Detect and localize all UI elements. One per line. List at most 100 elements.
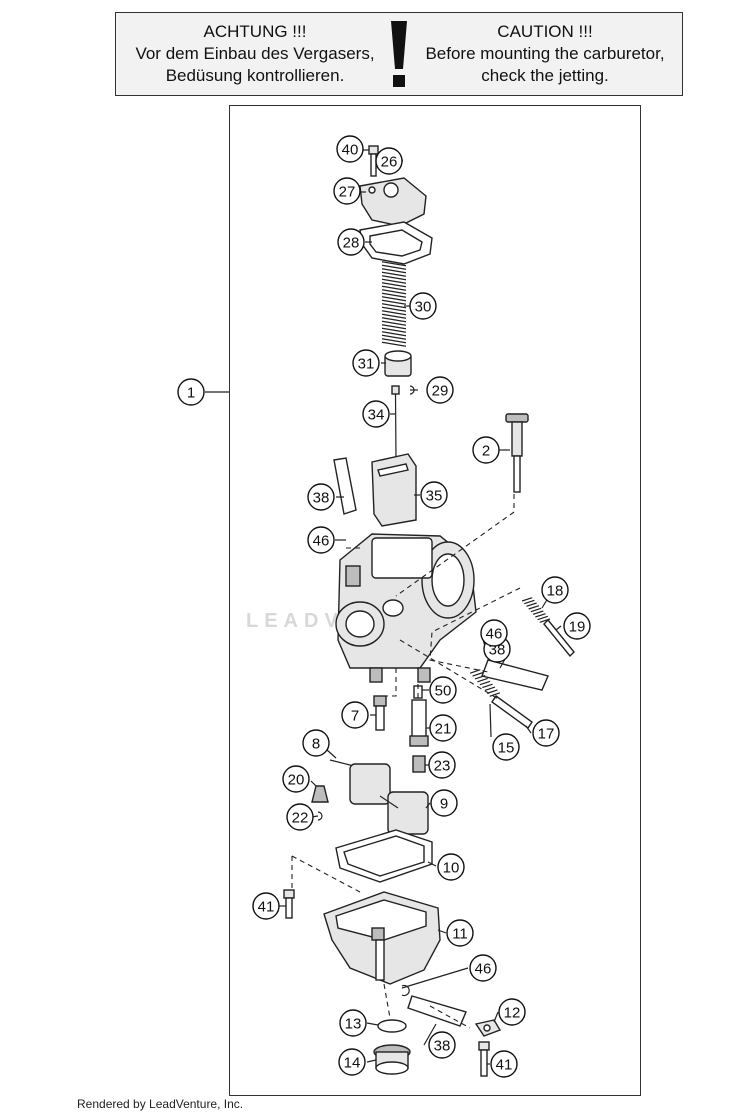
callout-8: 8 [302, 729, 330, 757]
spring-coil [381, 317, 407, 323]
callout-circle [338, 1048, 366, 1076]
bracket-part [474, 1019, 502, 1037]
callout-circle [446, 919, 474, 947]
pilot-jet-part [373, 695, 387, 731]
callout-29: 29 [426, 376, 454, 404]
callout-30: 30 [409, 292, 437, 320]
spring-coil [381, 296, 407, 302]
callout-circle [352, 349, 380, 377]
air-screw-part [491, 695, 533, 729]
spring-coil [528, 605, 540, 610]
hose-part [333, 457, 357, 515]
callout-label: 27 [339, 184, 356, 201]
spring-coil [381, 334, 407, 340]
callout-circle [333, 177, 361, 205]
callout-circle [563, 612, 591, 640]
drain-hose-part [407, 995, 467, 1027]
spring-coil [381, 285, 407, 291]
spring-coil [489, 692, 501, 697]
float-part [349, 763, 429, 835]
callout-20: 20 [282, 765, 310, 793]
bracket-screw-part [478, 1041, 490, 1077]
assembly-frame [229, 105, 641, 1096]
callout-23: 23 [428, 751, 456, 779]
callout-circle [472, 436, 500, 464]
callout-label: 18 [547, 583, 564, 600]
caution-banner: ACHTUNG !!! Vor dem Einbau des Vergasers… [115, 12, 683, 96]
callout-38: 38 [307, 483, 335, 511]
spring-coil [381, 271, 407, 277]
bowl-gasket-part [335, 829, 433, 883]
spring-coil [526, 602, 537, 607]
callout-circle [252, 892, 280, 920]
needle-valve-part [311, 785, 329, 803]
spring-coil [381, 268, 407, 274]
bowl-screw-part [283, 889, 295, 919]
valve-clip-part [317, 811, 323, 821]
callout-26: 26 [375, 147, 403, 175]
callout-34: 34 [362, 400, 390, 428]
spring-coil [381, 341, 407, 347]
spring-coil [472, 672, 483, 677]
slide-cap-part [384, 350, 412, 377]
callout-label: 13 [345, 1016, 362, 1033]
callout-circle [532, 719, 560, 747]
callout-label: 11 [452, 926, 468, 943]
spring-coil [381, 327, 407, 333]
callout-circle [286, 803, 314, 831]
spring-coil [381, 261, 407, 267]
callout-label: 46 [486, 626, 503, 643]
spring-coil [381, 292, 407, 298]
idle-screw-part [505, 413, 529, 493]
spring-coil [537, 615, 548, 621]
spring-coil [381, 289, 407, 295]
callout-label: 1 [187, 385, 195, 402]
callout-41: 41 [490, 1050, 518, 1078]
callout-circle [429, 676, 457, 704]
callout-18: 18 [541, 576, 569, 604]
callout-label: 15 [498, 740, 515, 757]
callout-7: 7 [341, 701, 369, 729]
cover-plate-part [359, 177, 427, 227]
needle-jet-part [409, 699, 429, 747]
callout-circle [469, 954, 497, 982]
callout-19: 19 [563, 612, 591, 640]
spring-coil [532, 610, 544, 615]
spring-coil [381, 331, 407, 337]
callout-circle [341, 701, 369, 729]
spring-coil [521, 597, 533, 602]
spring-coil [474, 674, 486, 680]
spring-coil [381, 303, 407, 309]
callout-label: 9 [440, 796, 448, 813]
callout-circle [337, 228, 365, 256]
callout-label: 19 [569, 619, 586, 636]
callout-40: 40 [336, 135, 364, 163]
callout-circle [177, 378, 205, 406]
callout-circle [428, 751, 456, 779]
callout-circle [375, 147, 403, 175]
spring-coil [381, 306, 407, 312]
callout-label: 41 [496, 1057, 513, 1074]
callout-21: 21 [429, 714, 457, 742]
spring-coil [381, 310, 407, 316]
spring-coil [381, 324, 407, 330]
main-jet-part [412, 755, 426, 773]
callout-11: 11 [446, 919, 474, 947]
spring-coil [381, 299, 407, 305]
hose2-part [481, 659, 549, 691]
jet-needle-part [391, 385, 400, 461]
gasket-part [359, 221, 433, 265]
callout-46: 46 [469, 954, 497, 982]
caution-german: ACHTUNG !!! Vor dem Einbau des Vergasers… [120, 21, 390, 87]
callout-label: 26 [381, 154, 398, 171]
throttle-slide-part [371, 453, 417, 527]
callout-circle [480, 619, 508, 647]
callout-circle [490, 1050, 518, 1078]
callout-label: 38 [313, 490, 330, 507]
spring-part [381, 261, 407, 347]
callout-label: 35 [426, 488, 443, 505]
callout-circle [428, 1031, 456, 1059]
callout-2: 2 [472, 436, 500, 464]
callout-label: 30 [415, 299, 432, 316]
spring-coil [381, 275, 407, 281]
